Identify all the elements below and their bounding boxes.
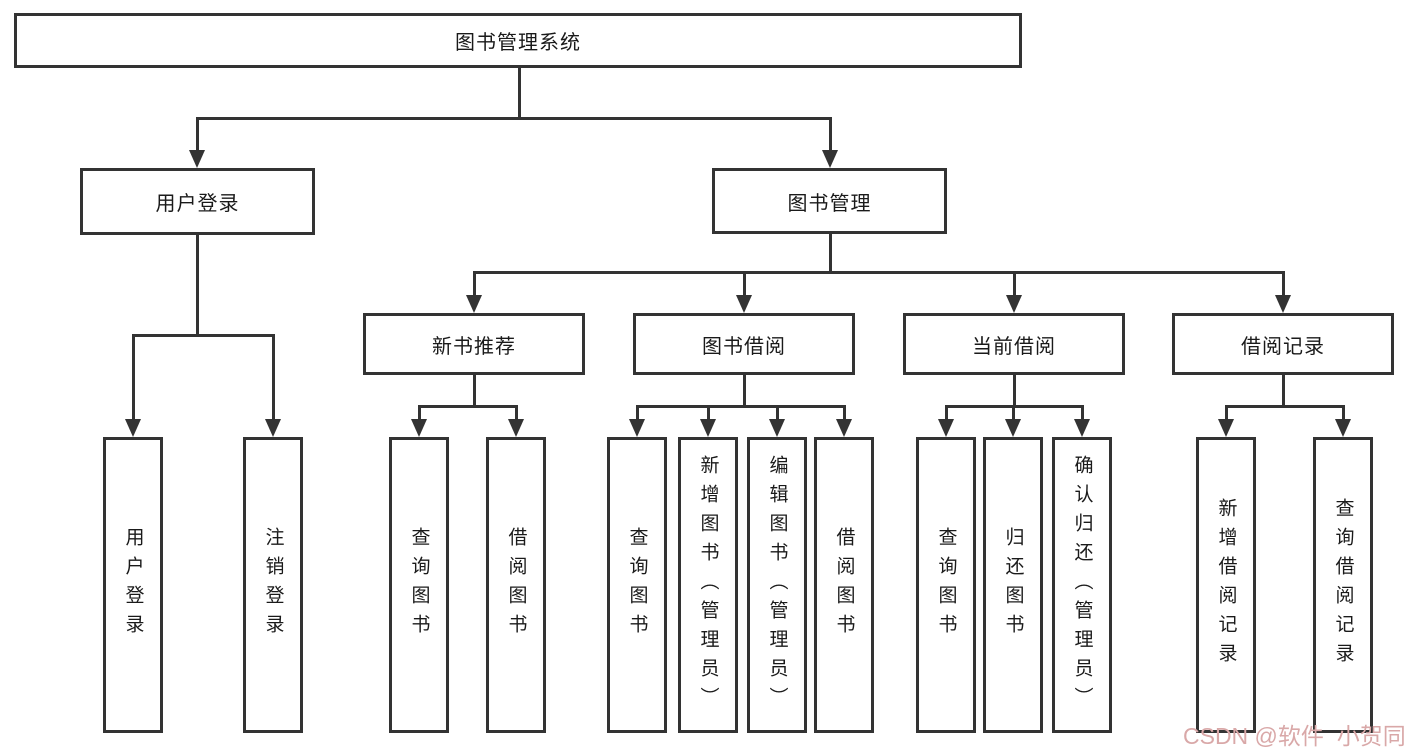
arrowhead-down-icon (1006, 295, 1022, 313)
connector-line (636, 405, 639, 421)
arrowhead-down-icon (769, 419, 785, 437)
arrowhead-down-icon (466, 295, 482, 313)
arrowhead-down-icon (1074, 419, 1090, 437)
connector-line (132, 334, 135, 421)
arrowhead-down-icon (411, 419, 427, 437)
connector-line (1342, 405, 1345, 421)
connector-line (132, 334, 274, 337)
connector-line (1225, 405, 1345, 408)
connector-line (518, 68, 521, 118)
connector-line (196, 117, 832, 120)
node-current-borrow: 当前借阅 (903, 313, 1125, 375)
connector-line (418, 405, 421, 421)
connector-line (1282, 375, 1285, 408)
connector-line (707, 405, 710, 421)
connector-line (1013, 375, 1016, 408)
arrowhead-down-icon (1335, 419, 1351, 437)
arrowhead-down-icon (265, 419, 281, 437)
leaf-borrow-borrow-books: 借阅图书 (814, 437, 874, 733)
leaf-user-login: 用户登录 (103, 437, 163, 733)
arrowhead-down-icon (629, 419, 645, 437)
arrowhead-down-icon (1275, 295, 1291, 313)
arrowhead-down-icon (508, 419, 524, 437)
leaf-current-query-books: 查询图书 (916, 437, 976, 733)
connector-line (196, 235, 199, 336)
node-user-login: 用户登录 (80, 168, 315, 235)
connector-line (473, 271, 1285, 274)
connector-line (473, 375, 476, 408)
connector-line (829, 233, 832, 273)
leaf-borrow-edit-books-admin: 编辑图书（管理员） (747, 437, 807, 733)
node-new-book-recommend: 新书推荐 (363, 313, 585, 375)
connector-line (1081, 405, 1084, 421)
leaf-borrow-add-books-admin: 新增图书（管理员） (678, 437, 738, 733)
connector-line (196, 117, 199, 151)
connector-line (743, 375, 746, 408)
leaf-recommend-query-books: 查询图书 (389, 437, 449, 733)
connector-line (418, 405, 518, 408)
node-book-management: 图书管理 (712, 168, 947, 234)
arrowhead-down-icon (836, 419, 852, 437)
connector-line (829, 117, 832, 151)
arrowhead-down-icon (1218, 419, 1234, 437)
connector-line (945, 405, 948, 421)
node-borrow-records: 借阅记录 (1172, 313, 1394, 375)
arrowhead-down-icon (189, 150, 205, 168)
leaf-records-query-record: 查询借阅记录 (1313, 437, 1373, 733)
connector-line (743, 271, 746, 297)
connector-line (515, 405, 518, 421)
connector-line (843, 405, 846, 421)
leaf-current-return-books: 归还图书 (983, 437, 1043, 733)
leaf-recommend-borrow-books: 借阅图书 (486, 437, 546, 733)
leaf-current-confirm-return-admin: 确认归还（管理员） (1052, 437, 1112, 733)
arrowhead-down-icon (938, 419, 954, 437)
connector-line (473, 271, 476, 297)
csdn-watermark: CSDN @软件_小贺同学 (1183, 723, 1405, 747)
arrowhead-down-icon (700, 419, 716, 437)
arrowhead-down-icon (736, 295, 752, 313)
connector-line (1012, 405, 1015, 421)
connector-line (1225, 405, 1228, 421)
connector-line (272, 334, 275, 421)
node-library-system: 图书管理系统 (14, 13, 1022, 68)
leaf-records-add-record: 新增借阅记录 (1196, 437, 1256, 733)
arrowhead-down-icon (1005, 419, 1021, 437)
arrowhead-down-icon (125, 419, 141, 437)
leaf-borrow-query-books: 查询图书 (607, 437, 667, 733)
connector-line (1013, 271, 1016, 297)
connector-line (776, 405, 779, 421)
arrowhead-down-icon (822, 150, 838, 168)
connector-line (636, 405, 846, 408)
leaf-logout: 注销登录 (243, 437, 303, 733)
node-book-borrow: 图书借阅 (633, 313, 855, 375)
connector-line (1282, 271, 1285, 297)
